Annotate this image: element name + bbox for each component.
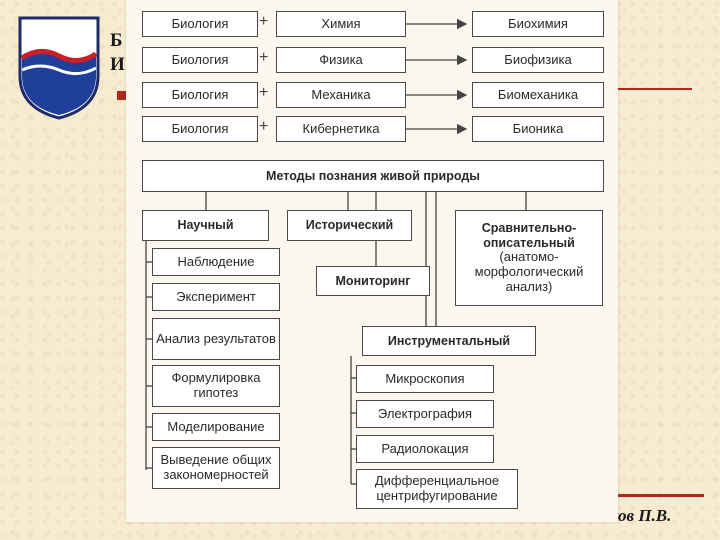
scientific-item-experiment: Эксперимент: [152, 283, 280, 311]
scientific-item-generalization: Выведение общих закономерностей: [152, 447, 280, 489]
branch-historical: Исторический: [287, 210, 412, 241]
title-fragment-letter-1: Б: [110, 30, 123, 51]
red-accent-small: [117, 91, 126, 100]
row4-plus: +: [259, 118, 269, 135]
instrumental-item-electrography: Электрография: [356, 400, 494, 428]
instrumental-item-microscopy: Микроскопия: [356, 365, 494, 393]
branch-instrumental: Инструментальный: [362, 326, 536, 356]
title-fragment-letter-2: И: [110, 54, 125, 75]
diagram-panel: Биология + Химия Биохимия Биология + Физ…: [126, 0, 618, 522]
author-name: ков П.В.: [610, 506, 672, 525]
row2-biology: Биология: [142, 47, 258, 73]
branch-scientific: Научный: [142, 210, 269, 241]
row1-biology: Биология: [142, 11, 258, 37]
scientific-item-modeling: Моделирование: [152, 413, 280, 441]
row2-physics: Физика: [276, 47, 406, 73]
row1-chemistry: Химия: [276, 11, 406, 37]
comparative-subtitle: (анатомо-морфологический анализ): [474, 248, 584, 294]
row4-biology: Биология: [142, 116, 258, 142]
branch-monitoring: Мониторинг: [316, 266, 430, 296]
row3-biology: Биология: [142, 82, 258, 108]
instrumental-item-radiolocation: Радиолокация: [356, 435, 494, 463]
comparative-title: Сравнительно-описательный: [481, 221, 577, 250]
row2-plus: +: [259, 49, 269, 66]
row4-bionics: Бионика: [472, 116, 604, 142]
row3-mechanics: Механика: [276, 82, 406, 108]
row1-plus: +: [259, 13, 269, 30]
branch-comparative: Сравнительно-описательный (анатомо-морфо…: [455, 210, 603, 306]
scientific-item-hypotheses: Формулировка гипотез: [152, 365, 280, 407]
university-logo: [18, 16, 100, 120]
instrumental-item-centrifugation: Дифференциальное центрифугирование: [356, 469, 518, 509]
row1-biochemistry: Биохимия: [472, 11, 604, 37]
red-footer-line: [618, 494, 704, 497]
red-underline-right: [618, 88, 692, 90]
scientific-item-analysis: Анализ результатов: [152, 318, 280, 360]
scientific-item-observation: Наблюдение: [152, 248, 280, 276]
row2-biophysics: Биофизика: [472, 47, 604, 73]
row3-biomechanics: Биомеханика: [472, 82, 604, 108]
connector-lines: [145, 18, 527, 485]
row3-plus: +: [259, 84, 269, 101]
root-methods: Методы познания живой природы: [142, 160, 604, 192]
row4-cybernetics: Кибернетика: [276, 116, 406, 142]
